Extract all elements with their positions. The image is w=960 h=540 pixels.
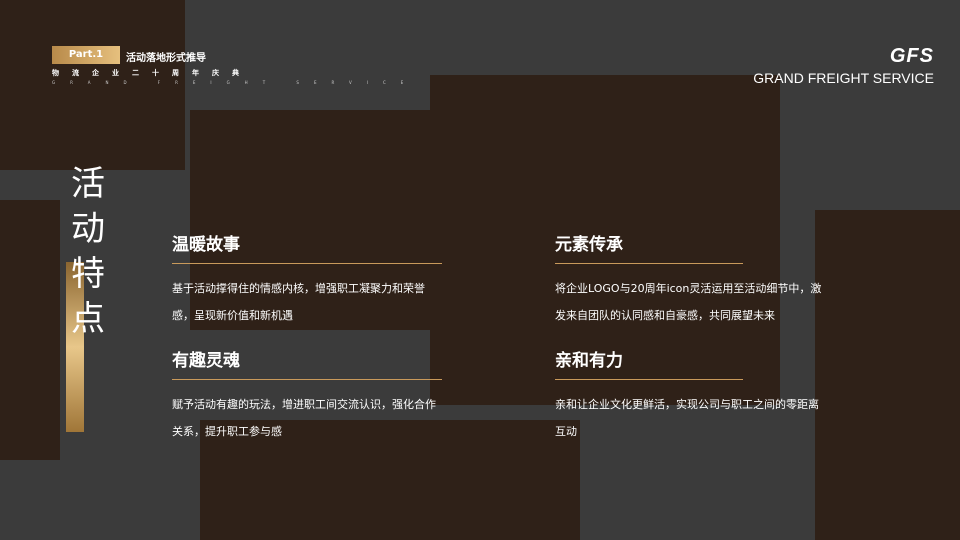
brand-name: GRAND FREIGHT SERVICE xyxy=(753,70,934,86)
background-calligraphy xyxy=(200,420,580,540)
feature-body: 基于活动撑得住的情感内核，增强职工凝聚力和荣誉感，呈现新价值和新机遇 xyxy=(172,282,425,322)
feature-block: 有趣灵魂 赋予活动有趣的玩法，增进职工间交流认识，强化合作关系，提升职工参与感 xyxy=(172,346,442,445)
feature-title: 温暖故事 xyxy=(172,230,442,264)
background-calligraphy xyxy=(430,75,780,405)
event-name-en: GRAND FREIGHT SERVICE xyxy=(52,80,419,85)
background-calligraphy xyxy=(815,210,960,540)
feature-body: 亲和让企业文化更鲜活，实现公司与职工之间的零距离互动 xyxy=(555,398,819,438)
feature-block: 温暖故事 基于活动撑得住的情感内核，增强职工凝聚力和荣誉感，呈现新价值和新机遇 xyxy=(172,230,442,329)
feature-block: 元素传承 将企业LOGO与20周年icon灵活运用至活动细节中，激发来自团队的认… xyxy=(555,230,825,329)
background-calligraphy xyxy=(190,110,430,330)
part-badge: Part.1 xyxy=(52,46,120,64)
feature-title: 亲和有力 xyxy=(555,346,743,380)
event-name: 物流企业二十周年庆典 xyxy=(52,69,252,77)
page-title: 活动特点 xyxy=(71,164,105,339)
gold-accent-bar xyxy=(66,262,84,432)
feature-block: 亲和有力 亲和让企业文化更鲜活，实现公司与职工之间的零距离互动 xyxy=(555,346,825,445)
background-calligraphy xyxy=(0,0,185,170)
feature-title: 有趣灵魂 xyxy=(172,346,442,380)
section-subtitle: 活动落地形式推导 xyxy=(126,53,206,64)
background-calligraphy xyxy=(0,200,60,460)
feature-body: 赋予活动有趣的玩法，增进职工间交流认识，强化合作关系，提升职工参与感 xyxy=(172,398,436,438)
feature-title: 元素传承 xyxy=(555,230,743,264)
gfs-logo: GFS xyxy=(889,45,934,67)
feature-body: 将企业LOGO与20周年icon灵活运用至活动细节中，激发来自团队的认同感和自豪… xyxy=(555,282,822,322)
